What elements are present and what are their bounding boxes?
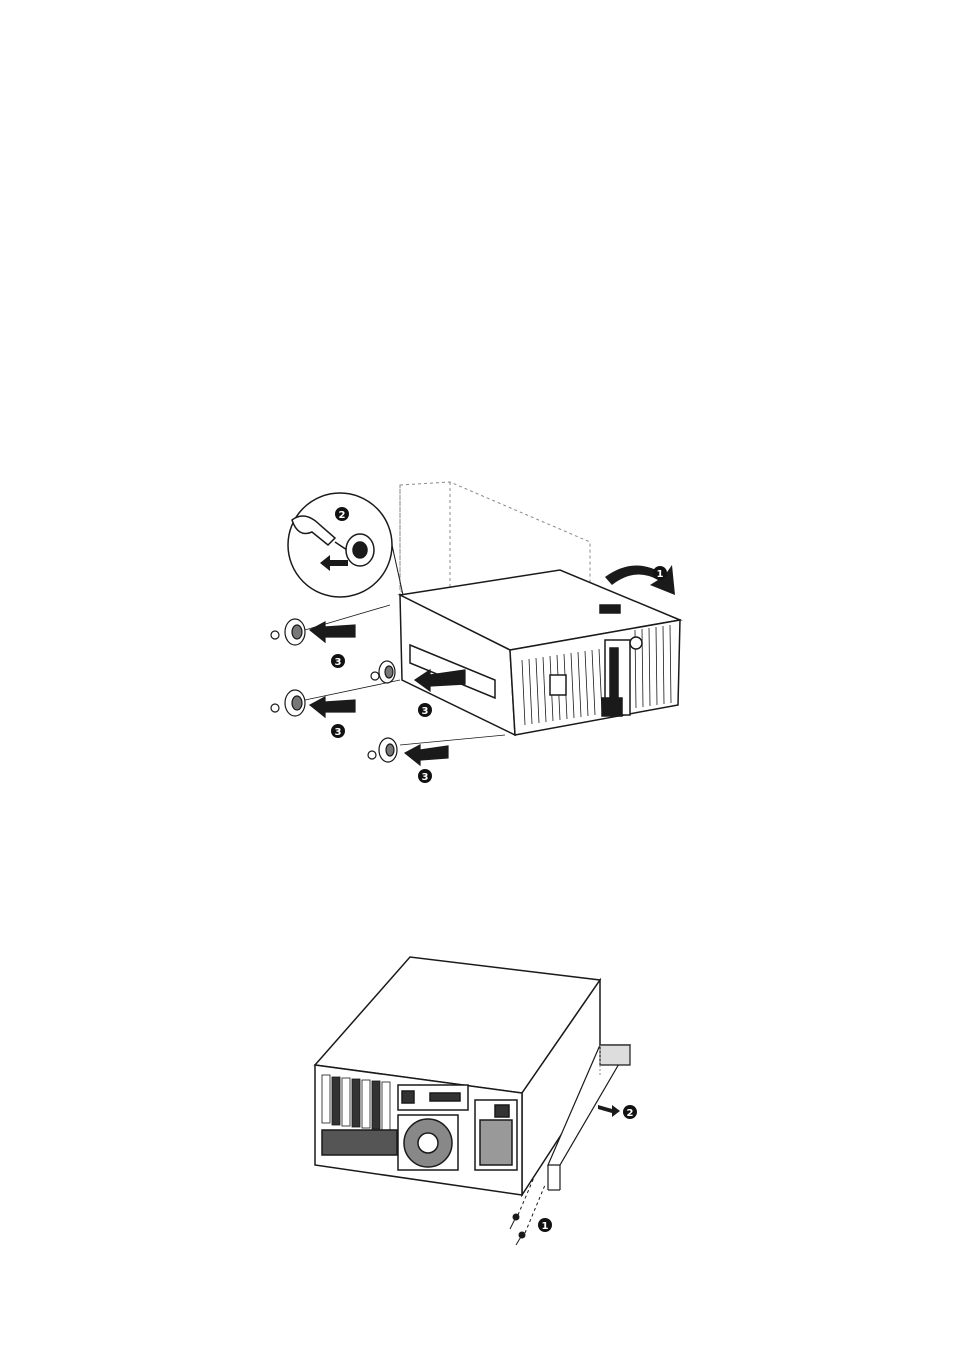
screw-icon — [516, 1232, 525, 1245]
svg-text:1: 1 — [657, 569, 664, 580]
svg-text:3: 3 — [335, 657, 342, 668]
svg-text:3: 3 — [422, 772, 429, 783]
remove-arrow-icon — [310, 622, 355, 642]
svg-text:3: 3 — [422, 706, 429, 717]
screw-icon — [510, 1214, 519, 1229]
svg-text:2: 2 — [339, 510, 346, 521]
callout-3b: 3 — [331, 724, 345, 738]
screw-icon — [368, 751, 376, 759]
screw-icon — [271, 704, 279, 712]
server-chassis — [400, 570, 680, 735]
remove-arrow-icon — [405, 745, 448, 765]
figure-remove-feet: 1 2 3 3 3 3 — [250, 470, 700, 790]
screw-icon — [371, 672, 379, 680]
screw-icon — [271, 631, 279, 639]
foot-group-4 — [368, 735, 505, 765]
callout-2: 2 — [335, 507, 349, 521]
svg-text:1: 1 — [542, 1221, 549, 1232]
callout-1: 1 — [653, 566, 667, 580]
callout-2: 2 — [623, 1105, 637, 1119]
callout-3c: 3 — [418, 703, 432, 717]
foot-group-2 — [271, 680, 400, 717]
foot-group-1 — [271, 605, 390, 645]
foot-icon — [346, 534, 374, 566]
remove-arrow-icon — [598, 1105, 620, 1117]
svg-text:2: 2 — [627, 1108, 634, 1119]
callout-3a: 3 — [331, 654, 345, 668]
remove-arrow-icon — [310, 697, 355, 717]
figure-remove-rail: 1 2 — [300, 945, 670, 1250]
callout-3d: 3 — [418, 769, 432, 783]
figure-remove-feet-drawing: 1 2 3 3 3 3 — [250, 470, 700, 790]
svg-text:3: 3 — [335, 727, 342, 738]
figure-remove-rail-drawing: 1 2 — [300, 945, 670, 1250]
callout-1: 1 — [538, 1218, 552, 1232]
